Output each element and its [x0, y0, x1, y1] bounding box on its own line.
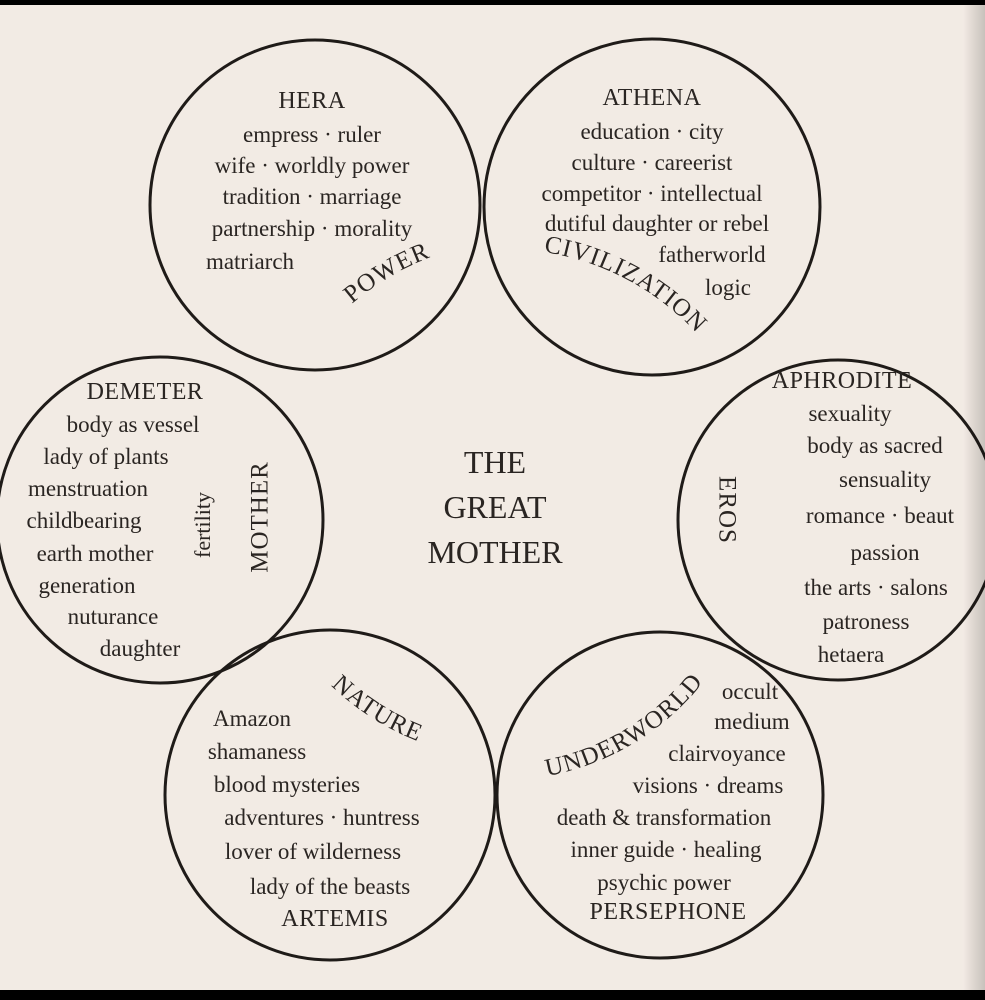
- persephone-item: medium: [714, 709, 789, 734]
- artemis-circle: [163, 628, 497, 962]
- artemis-item: shamaness: [208, 739, 306, 764]
- athena-item: education · city: [580, 119, 724, 144]
- artemis-item: Amazon: [213, 706, 291, 731]
- hera-item: matriarch: [206, 249, 295, 274]
- demeter-item: childbearing: [27, 508, 142, 533]
- athena-item: dutiful daughter or rebel: [545, 211, 769, 236]
- aphrodite-item: sensuality: [839, 467, 931, 492]
- demeter-item: generation: [38, 573, 136, 598]
- athena-item: competitor · intellectual: [542, 181, 763, 206]
- demeter-item: menstruation: [28, 476, 149, 501]
- persephone-item: clairvoyance: [668, 741, 785, 766]
- aphrodite-item: romance · beaut: [806, 503, 955, 528]
- persephone-item: psychic power: [597, 870, 731, 895]
- demeter-title: DEMETER: [87, 379, 204, 405]
- aphrodite-item: hetaera: [818, 642, 884, 667]
- demeter-circle: [0, 355, 325, 685]
- hera-item: empress · ruler: [243, 122, 381, 147]
- aphrodite-item: passion: [851, 540, 921, 565]
- book-page: HERA empress · ruler wife · worldly powe…: [0, 5, 985, 990]
- aphrodite-title: APHRODITE: [772, 368, 913, 394]
- demeter-item: earth mother: [37, 541, 154, 566]
- artemis-item: lady of the beasts: [250, 874, 410, 899]
- demeter-item: daughter: [100, 636, 181, 661]
- hera-item: wife · worldly power: [215, 153, 410, 178]
- persephone-item: death & transformation: [557, 805, 772, 830]
- aphrodite-item: the arts · salons: [804, 575, 948, 600]
- aphrodite-item: sexuality: [808, 401, 892, 426]
- athena-item: fatherworld: [658, 242, 766, 267]
- aphrodite-item: body as sacred: [807, 433, 943, 458]
- hera-circle: [148, 38, 482, 372]
- demeter-item: nuturance: [68, 604, 159, 629]
- overlap-power-text: POWER: [339, 237, 433, 308]
- artemis-title: ARTEMIS: [281, 906, 388, 932]
- hera-item: partnership · morality: [212, 216, 413, 241]
- hera-item: tradition · marriage: [223, 184, 402, 209]
- demeter-item: body as vessel: [67, 412, 200, 437]
- artemis-item: adventures · huntress: [224, 805, 419, 830]
- center-title-line: MOTHER: [427, 534, 563, 570]
- demeter-item: lady of plants: [43, 444, 168, 469]
- overlap-power-label: POWER: [339, 237, 434, 308]
- athena-title: ATHENA: [603, 85, 702, 111]
- persephone-circle: [495, 630, 825, 960]
- persephone-item: inner guide · healing: [571, 837, 762, 862]
- overlap-nature-text: NATURE: [327, 670, 426, 747]
- center-title-line: GREAT: [443, 489, 547, 525]
- overlap-nature-label: NATURE: [327, 670, 427, 747]
- artemis-item: lover of wilderness: [225, 839, 401, 864]
- athena-item: logic: [705, 275, 751, 300]
- aphrodite-circle: [676, 358, 985, 682]
- overlap-eros-label: EROS: [713, 476, 740, 544]
- persephone-item: occult: [722, 679, 779, 704]
- aphrodite-item: patroness: [823, 609, 910, 634]
- artemis-item: blood mysteries: [214, 772, 360, 797]
- athena-item: culture · careerist: [572, 150, 734, 175]
- athena-circle: [482, 37, 822, 377]
- overlap-mother-label: MOTHER: [247, 461, 274, 573]
- persephone-item: visions · dreams: [633, 773, 784, 798]
- center-title-line: THE: [464, 444, 526, 480]
- page-spine-shadow: [963, 5, 985, 990]
- demeter-fertility-label: fertility: [190, 492, 215, 558]
- hera-title: HERA: [278, 88, 346, 114]
- persephone-title: PERSEPHONE: [589, 899, 746, 925]
- great-mother-diagram: HERA empress · ruler wife · worldly powe…: [0, 37, 985, 962]
